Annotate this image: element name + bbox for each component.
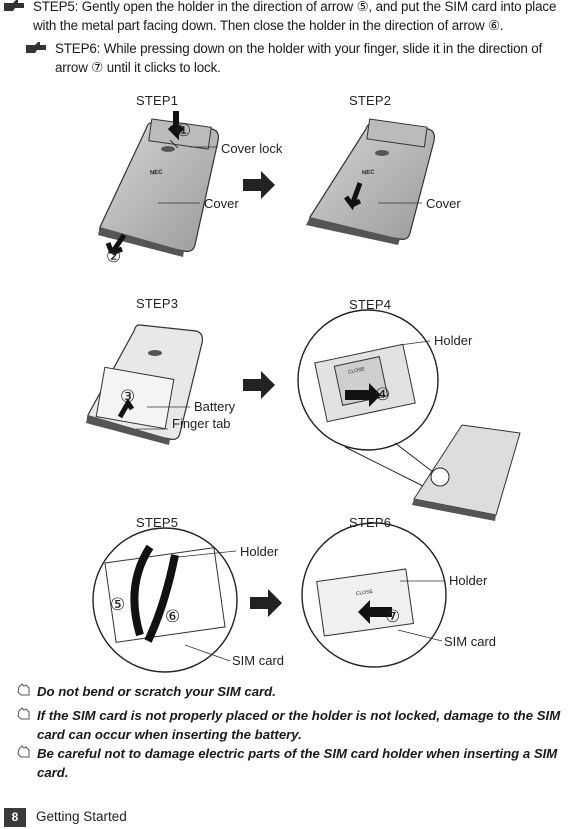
phone-brand: NEC xyxy=(361,169,375,177)
note-item: If the SIM card is not properly placed o… xyxy=(16,706,568,744)
instruction-step6: STEP6: While pressing down on the holder… xyxy=(26,39,573,77)
step-label: STEP5 xyxy=(136,515,179,530)
holder-label: Holder xyxy=(434,333,473,348)
note-item: Be careful not to damage electric parts … xyxy=(16,744,568,782)
step-label: STEP2 xyxy=(349,93,392,108)
figure-illustration xyxy=(86,111,521,673)
holder-label: Holder xyxy=(240,544,279,559)
marker-3: ③ xyxy=(120,387,136,406)
finger-tab-label: Finger tab xyxy=(172,416,231,431)
marker-6: ⑥ xyxy=(165,607,181,626)
phone-brand: NEC xyxy=(149,169,163,177)
hand-note-icon xyxy=(17,707,30,720)
note-text: If the SIM card is not properly placed o… xyxy=(37,708,561,742)
step-arrow-2 xyxy=(243,371,275,399)
sim-card-label: SIM card xyxy=(444,634,497,649)
step-label: STEP6 xyxy=(349,515,392,530)
marker-5: ⑤ xyxy=(110,595,126,614)
marker-2: ② xyxy=(106,247,122,266)
note-text: Do not bend or scratch your SIM card. xyxy=(37,684,276,699)
pointing-hand-icon xyxy=(26,42,46,53)
sim-card-label: SIM card xyxy=(232,653,285,668)
step6-detail xyxy=(301,522,447,668)
section-title: Getting Started xyxy=(36,809,127,824)
step3-phone xyxy=(86,324,203,445)
step-label: STEP1 xyxy=(136,93,179,108)
cover-label: Cover xyxy=(426,196,461,211)
hand-note-icon xyxy=(17,683,30,696)
step-label: STEP3 xyxy=(136,296,179,311)
step2-phone xyxy=(306,118,435,245)
marker-7: ⑦ xyxy=(385,607,401,626)
marker-1: ① xyxy=(176,121,192,140)
note-item: Do not bend or scratch your SIM card. xyxy=(16,682,568,701)
pointing-hand-icon xyxy=(4,0,24,11)
holder-label: Holder xyxy=(449,573,488,588)
step1-phone xyxy=(98,111,219,257)
cover-label: Cover xyxy=(204,196,239,211)
step-label: STEP4 xyxy=(349,297,392,312)
step4-detail xyxy=(297,309,521,521)
instruction-step5: STEP5: Gently open the holder in the dir… xyxy=(4,0,573,35)
step-arrow-1 xyxy=(243,171,275,199)
hand-note-icon xyxy=(17,745,30,758)
instruction-text: STEP6: While pressing down on the holder… xyxy=(55,41,543,75)
cover-lock-label: Cover lock xyxy=(221,141,283,156)
step-arrow-3 xyxy=(250,589,282,617)
marker-4: ④ xyxy=(375,385,391,404)
instruction-text: STEP5: Gently open the holder in the dir… xyxy=(33,0,557,33)
battery-label: Battery xyxy=(194,399,236,414)
note-text: Be careful not to damage electric parts … xyxy=(37,746,558,780)
page-number: 8 xyxy=(4,808,26,827)
step5-detail xyxy=(92,527,238,673)
sim-installation-figure: STEP1 STEP2 STEP3 STEP4 STEP5 STEP6 Cove… xyxy=(0,85,573,675)
